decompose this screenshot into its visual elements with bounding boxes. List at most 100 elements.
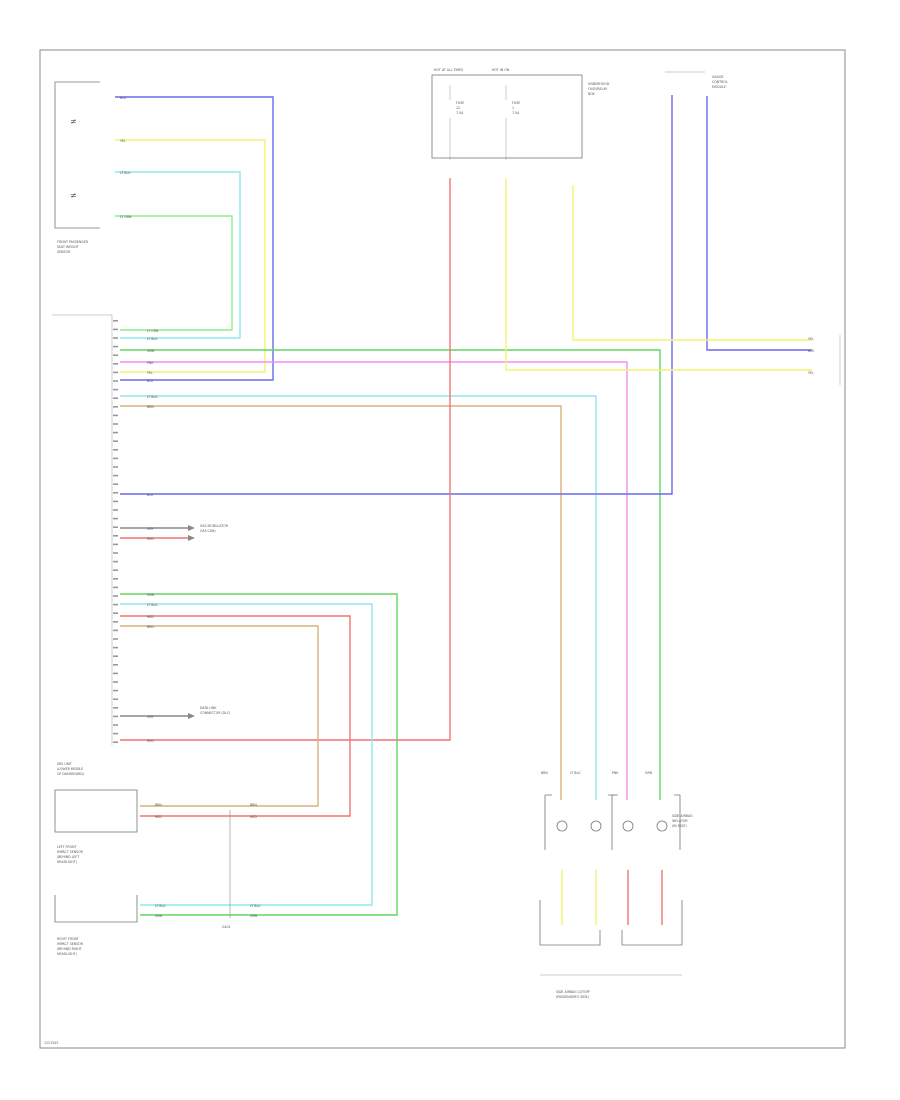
- srs-pin: [113, 664, 118, 666]
- vsa-note-1: VSA MODULATOR: [200, 524, 229, 528]
- srs-pin: [113, 595, 118, 597]
- cutoff-bracket: [539, 900, 683, 946]
- svg-text:YEL: YEL: [808, 337, 814, 341]
- fuse-box-label-1: UNDERHOOD: [588, 82, 610, 86]
- srs-pin: [113, 707, 118, 709]
- svg-text:LT BLU: LT BLU: [147, 395, 158, 399]
- srs-pin: [113, 526, 118, 528]
- srs-pin: [113, 629, 118, 632]
- srs-pin: [113, 500, 118, 503]
- srs-pin: [113, 552, 118, 554]
- svg-text:YEL: YEL: [147, 371, 153, 375]
- fuse-1: HOT IN ON FUSE 1 7.5A: [492, 68, 520, 160]
- svg-text:≠: ≠: [70, 117, 77, 126]
- srs-pin: [113, 689, 118, 692]
- wire-brn-impact: [120, 625, 319, 807]
- srs-pin: [113, 483, 118, 485]
- right-impact-label-1: RIGHT FRONT: [57, 937, 79, 941]
- srs-pin: [113, 406, 118, 408]
- svg-text:LT BLU: LT BLU: [570, 771, 581, 775]
- srs-pin: [113, 457, 118, 460]
- vsa-note-2: (VIA CAN): [200, 529, 216, 533]
- srs-pin: [113, 578, 118, 580]
- srs-pin: [113, 543, 118, 546]
- srs-pin: [113, 715, 118, 718]
- wire-red-fuse: [120, 178, 451, 741]
- svg-text:GRN: GRN: [147, 349, 155, 353]
- svg-text:RED: RED: [250, 815, 257, 819]
- left-impact-label-4: HEADLIGHT): [57, 860, 77, 864]
- svg-text:GRY: GRY: [147, 527, 153, 531]
- svg-text:RED: RED: [147, 739, 154, 743]
- svg-text:BLU: BLU: [147, 379, 154, 383]
- underhood-fuse-box: [431, 74, 583, 159]
- srs-pin: [113, 328, 118, 331]
- svg-text:7.5A: 7.5A: [512, 111, 520, 115]
- srs-pin: [113, 586, 118, 589]
- svg-text:LT BLU: LT BLU: [120, 171, 131, 175]
- srs-pin: [113, 732, 118, 735]
- page-code: 1221543: [44, 1041, 58, 1045]
- wire-ltblu-impact: [120, 603, 373, 906]
- srs-pin: [113, 423, 118, 425]
- srs-pin: [113, 698, 118, 700]
- svg-text:LT GRN: LT GRN: [147, 329, 159, 333]
- wire-grn-inflator: [120, 349, 661, 800]
- svg-text:LT BLU: LT BLU: [250, 904, 261, 908]
- wire-ltblu-seat: [115, 171, 241, 339]
- wires: [115, 95, 812, 925]
- seat-sensor-label-2: SEAT WEIGHT: [57, 245, 79, 249]
- ground-label: G401: [222, 925, 231, 929]
- srs-pin-column: [113, 320, 118, 743]
- srs-unit-label-2: (LOWER MIDDLE: [57, 767, 83, 771]
- srs-pin: [113, 612, 118, 614]
- right-impact-label-4: HEADLIGHT): [57, 952, 77, 956]
- fuse-box-label-2: FUSE/RELAY: [588, 87, 607, 91]
- left-impact-label-3: (BEHIND LEFT: [57, 855, 79, 859]
- srs-pin: [113, 466, 118, 468]
- svg-text:RED: RED: [147, 615, 154, 619]
- inflator-housing-right: [611, 794, 681, 850]
- svg-text:≠: ≠: [70, 191, 77, 200]
- arrow-icon: [188, 525, 195, 531]
- dlc-note-2: CONNECTOR (DLC): [200, 711, 230, 715]
- left-impact-label-1: LEFT FRONT: [57, 845, 76, 849]
- svg-text:7.5A: 7.5A: [456, 111, 464, 115]
- svg-text:LT BLU: LT BLU: [147, 603, 158, 607]
- svg-text:GRY: GRY: [147, 715, 153, 719]
- srs-unit-label-1: SRS UNIT: [57, 762, 72, 766]
- svg-text:BLU: BLU: [147, 493, 154, 497]
- svg-text:HOT AT ALL TIMES: HOT AT ALL TIMES: [434, 68, 463, 72]
- srs-pin: [113, 440, 118, 442]
- svg-text:RED: RED: [147, 537, 154, 541]
- srs-pin: [113, 603, 118, 606]
- srs-pin: [113, 535, 118, 537]
- right-front-impact-sensor: [54, 895, 138, 923]
- srs-pin: [113, 380, 118, 382]
- cutoff-label-1: SIDE AIRBAG CUTOFF: [556, 990, 590, 994]
- svg-text:BLU: BLU: [808, 349, 815, 353]
- svg-text:LT BLU: LT BLU: [155, 904, 166, 908]
- wire-red-impact: [120, 615, 351, 817]
- svg-text:GRN: GRN: [645, 771, 653, 775]
- svg-text:LT GRN: LT GRN: [120, 215, 132, 219]
- srs-pin: [113, 414, 118, 417]
- wire-ltblu-inflator: [120, 395, 597, 800]
- wire-yel-fuse2: [505, 178, 812, 371]
- srs-unit-connector: [52, 314, 113, 745]
- gauge-label-2: CONTROL: [712, 80, 728, 84]
- seat-sensor-label-1: FRONT PASSENGER: [57, 240, 89, 244]
- svg-text:GRN: GRN: [155, 914, 163, 918]
- svg-text:BLU: BLU: [120, 96, 127, 100]
- svg-text:RED: RED: [155, 815, 162, 819]
- svg-text:BRN: BRN: [155, 803, 162, 807]
- svg-text:HOT IN ON: HOT IN ON: [492, 68, 510, 72]
- svg-text:YEL: YEL: [120, 139, 126, 143]
- left-impact-label-2: IMPACT SENSOR: [57, 850, 84, 854]
- seat-sensor-bracket: [54, 81, 100, 229]
- srs-pin: [113, 672, 118, 675]
- srs-pin: [113, 320, 118, 322]
- srs-pin: [113, 397, 118, 399]
- gauge-label-3: MODULE: [712, 85, 726, 89]
